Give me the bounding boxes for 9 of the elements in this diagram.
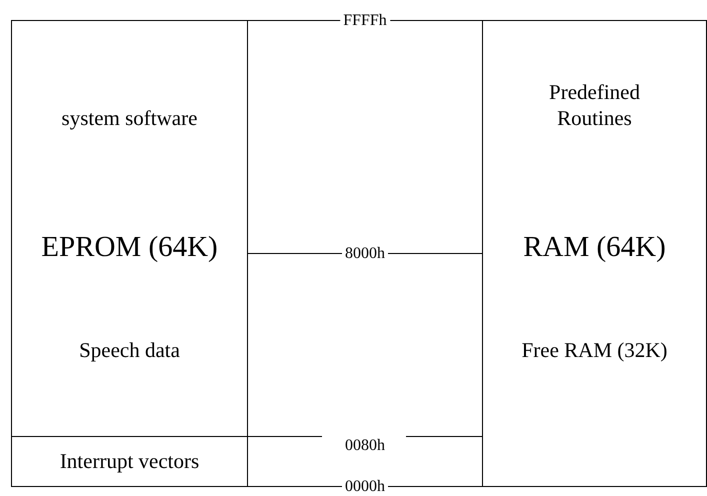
memory-block — [482, 20, 707, 487]
memory-label: RAM (64K) — [523, 230, 666, 265]
memory-label: Speech data — [79, 337, 180, 364]
memory-label: Predefined Routines — [548, 79, 641, 132]
memory-block — [11, 20, 248, 487]
memory-label: EPROM (64K) — [41, 230, 218, 265]
memory-label: Interrupt vectors — [60, 449, 200, 474]
memory-label: Free RAM (32K) — [522, 337, 668, 364]
memory-label: system software — [62, 105, 198, 132]
